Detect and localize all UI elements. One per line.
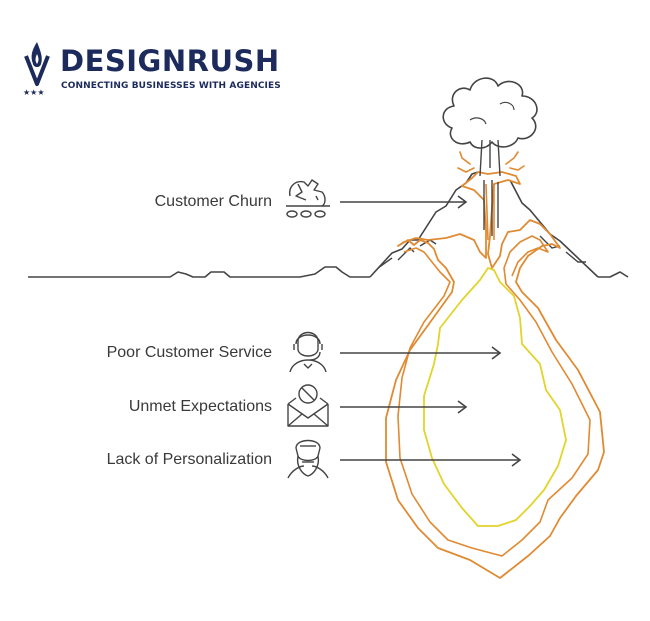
outer-lava-chamber [385,171,605,579]
label-unmet-expectations: Unmet Expectations [128,398,272,415]
svg-text:★★★: ★★★ [23,88,45,96]
mountain-outline [369,171,599,278]
ground-line [28,266,629,278]
label-lack-of-personalization: Lack of Personalization [106,451,272,468]
smoke-cloud-icon [442,77,538,149]
volcano-vent [479,139,501,236]
outer-lava-contour [397,235,591,557]
designrush-logo: ★★★ DESIGNRUSH CONNECTING BUSINESSES WIT… [18,38,288,98]
lava-vent [485,183,495,241]
bearded-person-icon [287,439,329,479]
inner-lava-chamber [423,267,567,527]
designrush-flame-icon: ★★★ [23,42,50,96]
broken-piggy-bank-icon [286,179,330,218]
lava-splashes [457,151,525,173]
label-customer-churn: Customer Churn [154,193,272,210]
arrow-customer-churn [340,195,468,209]
arrow-poor-service [340,346,502,360]
brand-name: DESIGNRUSH [60,44,280,78]
brand-tagline: CONNECTING BUSINESSES WITH AGENCIES [61,81,281,91]
support-agent-headset-icon [289,331,327,373]
blocked-mail-icon [287,384,329,427]
label-poor-customer-service: Poor Customer Service [106,344,272,361]
arrow-unmet-expectations [340,400,468,414]
arrow-lack-personalization [340,453,522,467]
